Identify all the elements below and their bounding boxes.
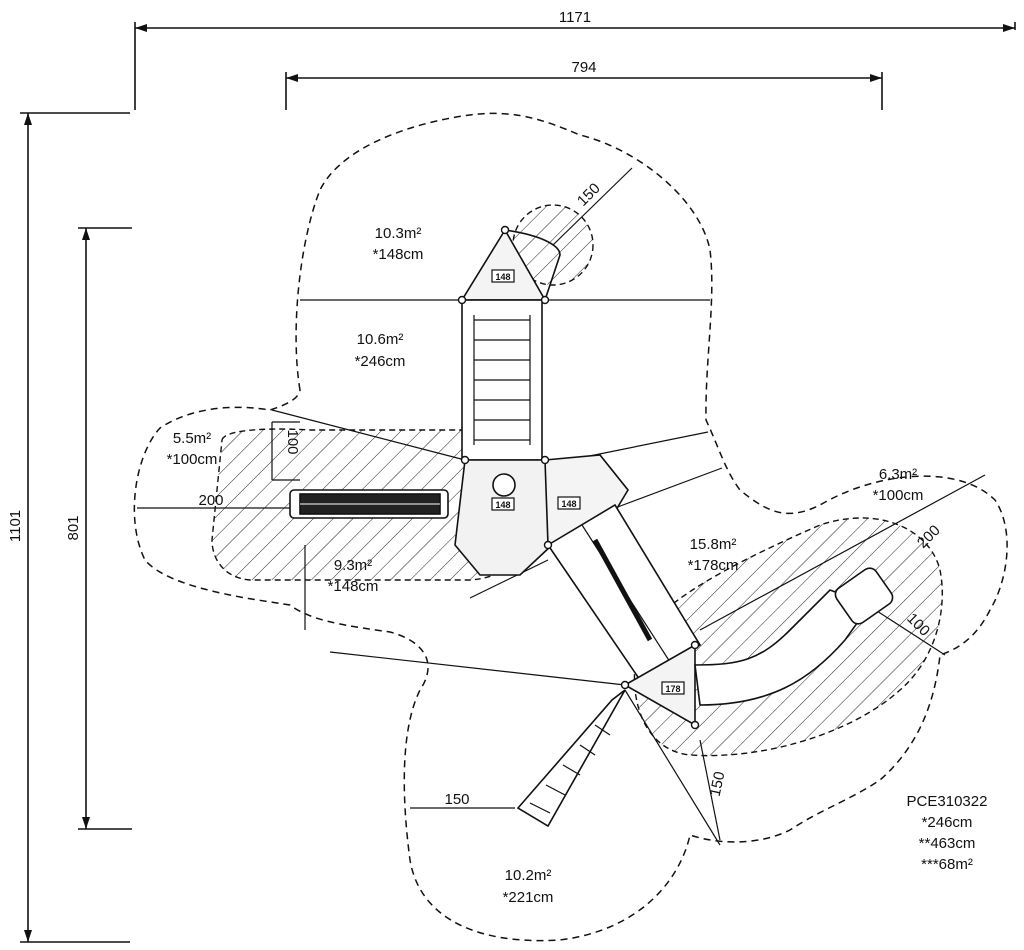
platform-height-east: 148 <box>561 499 576 509</box>
dimension-lines <box>20 22 1016 943</box>
zone-1-area: 10.3m² <box>375 225 422 242</box>
zone-labels: 10.3m² *148cm 10.6m² *246cm 5.5m² *100cm… <box>167 225 924 906</box>
zone-6-height: *100cm <box>873 487 924 504</box>
zone-3-height: *100cm <box>167 451 218 468</box>
zone-6-area: 6.3m² <box>879 466 917 483</box>
platform-labels: 148 148 148 178 <box>491 269 685 695</box>
product-code: PCE310322 <box>907 793 988 810</box>
central-tower-hole <box>492 473 516 497</box>
overall-height-label: 1101 <box>7 510 24 542</box>
zone-4-area: 9.3m² <box>334 557 372 574</box>
platform-height-center: 148 <box>495 500 510 510</box>
inner-width-label: 794 <box>571 59 596 76</box>
ladder <box>516 689 626 828</box>
zone-7-height: *221cm <box>503 889 554 906</box>
zone-2-height: *246cm <box>355 353 406 370</box>
bottom-triangle-platform <box>623 643 696 727</box>
info-area: ***68m² <box>921 856 973 873</box>
zone-1-height: *148cm <box>373 246 424 263</box>
zone-4-height: *148cm <box>328 578 379 595</box>
play-equipment <box>289 228 894 828</box>
zone-separators <box>271 299 986 846</box>
zone-7-area: 10.2m² <box>505 867 552 884</box>
top-handrail <box>504 229 561 301</box>
zone-3-area: 5.5m² <box>173 430 211 447</box>
dimension-arrowheads <box>24 24 1015 942</box>
platform-height-top: 148 <box>495 272 510 282</box>
safety-zone-outline <box>133 112 1008 942</box>
dim-150-top: 150 <box>574 180 604 210</box>
product-info: PCE310322 *246cm **463cm ***68m² <box>907 793 988 873</box>
zone-5-height: *178cm <box>688 557 739 574</box>
inner-height-label: 801 <box>65 515 82 540</box>
dim-200-left: 200 <box>198 492 223 509</box>
dim-150-bottom-right: 150 <box>707 770 729 798</box>
zone-2-area: 10.6m² <box>357 331 404 348</box>
platform-height-bottom: 178 <box>665 684 680 694</box>
info-fall-height: **463cm <box>919 835 976 852</box>
small-dimensions <box>137 167 721 841</box>
joints <box>457 225 700 730</box>
info-height: *246cm <box>922 814 973 831</box>
east-slide <box>694 589 872 706</box>
dim-100-left: 100 <box>284 429 301 454</box>
dim-150-bottom-left: 150 <box>444 791 469 808</box>
zone-5-area: 15.8m² <box>690 536 737 553</box>
overall-width-label: 1171 <box>559 9 591 26</box>
